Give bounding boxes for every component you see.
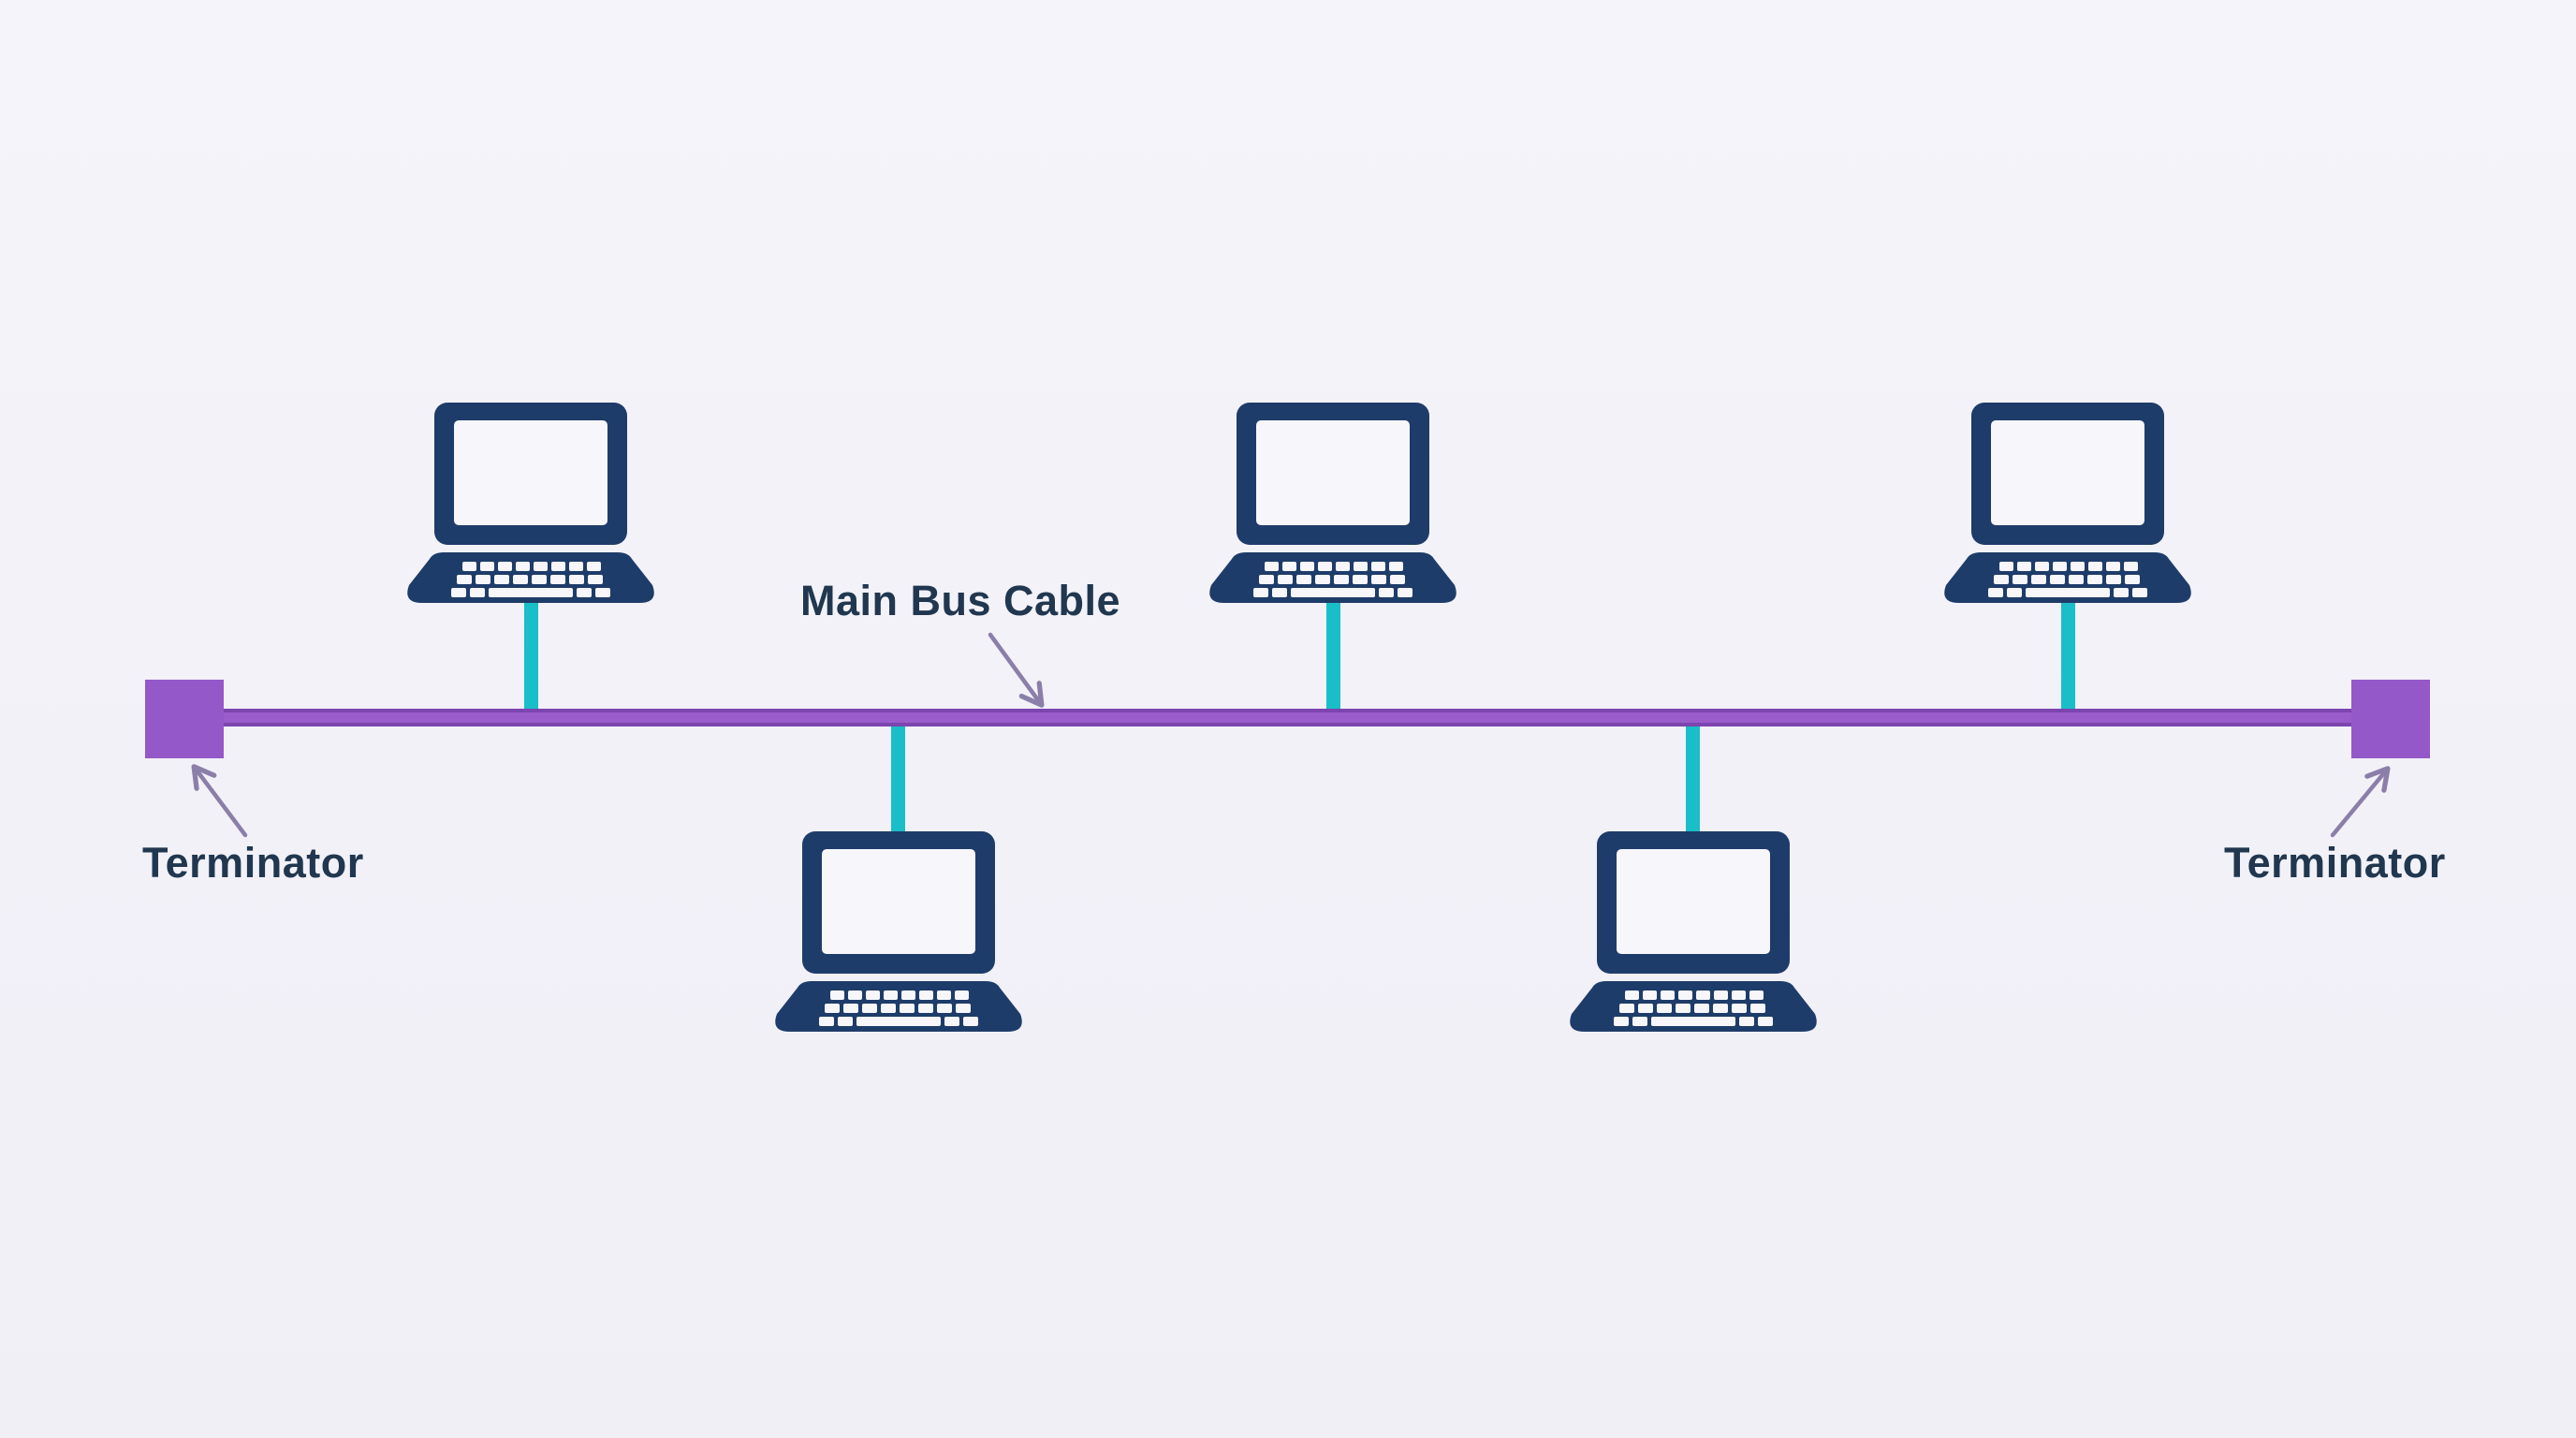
- computer-node-4: [1567, 831, 1820, 1037]
- bus-label-arrow-icon: [988, 632, 1045, 708]
- drop-line-computer-4: [1686, 723, 1700, 835]
- laptop-icon: [407, 403, 654, 603]
- drop-line-computer-1: [524, 599, 538, 713]
- terminator-left-label: Terminator: [142, 839, 364, 887]
- laptop-icon: [1944, 403, 2191, 603]
- terminator-right-label: Terminator: [2224, 839, 2446, 887]
- drop-line-computer-2: [891, 723, 905, 835]
- terminator-right: [2351, 680, 2430, 758]
- laptop-icon: [775, 831, 1022, 1032]
- terminator-right-arrow-icon: [2330, 766, 2391, 838]
- terminator-left-arrow-icon: [191, 764, 248, 838]
- bus-cable-label: Main Bus Cable: [799, 577, 1121, 624]
- main-bus-cable: [223, 709, 2353, 726]
- drop-line-computer-5: [2061, 599, 2075, 713]
- computer-node-5: [1941, 403, 2194, 609]
- computer-node-1: [404, 403, 657, 609]
- drop-line-computer-3: [1326, 599, 1340, 713]
- computer-node-3: [1207, 403, 1459, 609]
- laptop-icon: [1209, 403, 1456, 603]
- terminator-left: [145, 680, 224, 758]
- laptop-icon: [1570, 831, 1817, 1032]
- computer-node-2: [772, 831, 1025, 1037]
